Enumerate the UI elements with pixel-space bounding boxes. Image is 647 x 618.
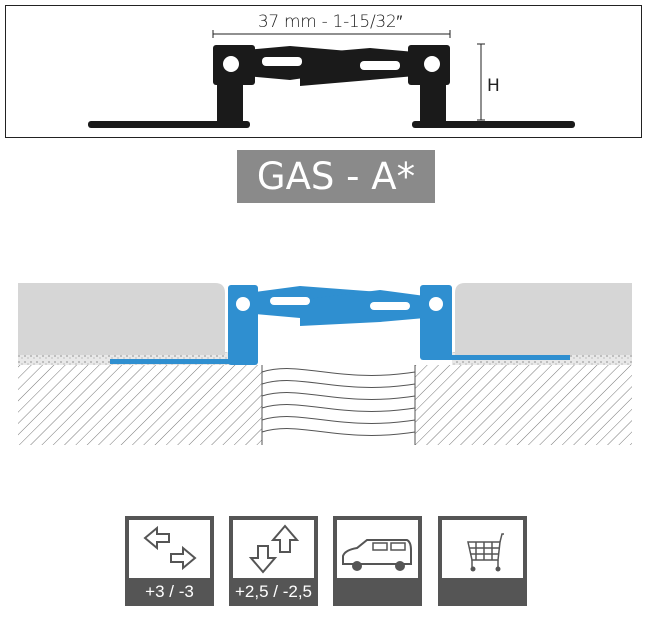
profile-cross-section-black bbox=[88, 45, 575, 128]
horizontal-arrows-icon bbox=[143, 525, 197, 571]
vertical-movement-badge: +2,5 / -2,5 bbox=[229, 516, 318, 606]
width-dimension-label: 37 mm - 1-15/32″ bbox=[257, 12, 403, 32]
height-dimension-label: H bbox=[487, 76, 500, 96]
width-dimension-line bbox=[212, 30, 451, 38]
movement-label: +2,5 / -2,5 bbox=[234, 582, 313, 601]
car-icon bbox=[342, 539, 412, 571]
horizontal-movement-badge: +3 / -3 bbox=[125, 516, 214, 606]
shopping-cart-icon bbox=[467, 533, 504, 572]
product-title: GAS - A* bbox=[237, 150, 435, 203]
movement-label: +3 / -3 bbox=[145, 582, 194, 601]
traffic-label bbox=[333, 580, 422, 604]
installation-section bbox=[18, 283, 632, 445]
height-dimension-line bbox=[477, 43, 485, 121]
traffic-label bbox=[438, 580, 527, 604]
profile-drawing-frame bbox=[5, 5, 642, 138]
car-traffic-badge bbox=[333, 516, 422, 606]
cart-traffic-badge bbox=[438, 516, 527, 606]
vertical-arrows-icon bbox=[248, 524, 300, 574]
